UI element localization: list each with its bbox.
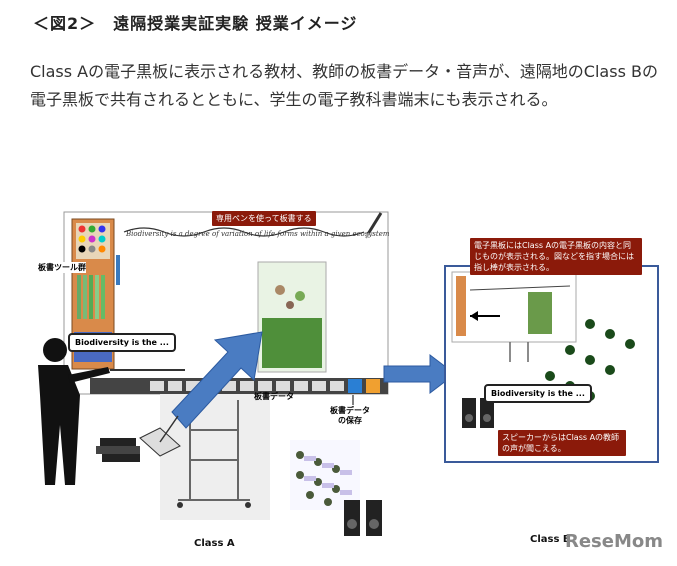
toolbar-label: 板書ツール群: [38, 262, 86, 273]
pencil-icons: [77, 275, 105, 319]
class-b-stand: [509, 342, 529, 362]
arrow-to-board: [171, 331, 263, 429]
save-icon: [348, 379, 362, 393]
save-data-label: 板書データ の保存: [330, 406, 370, 426]
board-data-label: 板書データ: [254, 392, 294, 401]
palette-color-swatches: [78, 225, 106, 253]
desks-class-a: [304, 456, 352, 495]
book-stack: [96, 438, 140, 462]
class-b-note: 電子黒板にはClass Aの電子黒板の内容と同じものが表示される。図などを指す場…: [470, 238, 642, 275]
speakers-class-b: [462, 398, 494, 428]
pen-note-label: 専用ペンを使って板書する: [212, 211, 316, 226]
handwriting-text: Biodiversity is a degree of variation of…: [125, 230, 390, 238]
save-label-line2: の保存: [338, 416, 362, 425]
pen-icon: [365, 212, 383, 239]
description-text: Class Aの電子黒板に表示される教材、教師の板書データ・音声が、遠隔地のCl…: [30, 62, 658, 109]
handwriting-stroke: [123, 227, 365, 237]
arrow-to-class-b: [383, 353, 456, 395]
class-b-whiteboard: [451, 271, 577, 343]
students-class-a: [290, 440, 360, 510]
board-stand: [178, 400, 250, 501]
speaker-note: スピーカーからはClass Aの教師の声が聞こえる。: [498, 430, 626, 456]
class-b-handwriting: [469, 285, 571, 291]
textbook-plants: [262, 318, 322, 368]
class-b-textbook: [528, 292, 552, 334]
class-b-palette: [456, 276, 466, 336]
figure-heading: ＜図2＞ 遠隔授業実証実験 授業イメージ: [33, 14, 358, 33]
teacher-silhouette: [38, 338, 110, 485]
speech-bubble-class-b: Biodiversity is the ...: [484, 384, 592, 403]
resemom-logo: ReseMom: [564, 531, 663, 552]
speakers-class-a: [344, 500, 382, 536]
class-b-label: Class B: [530, 534, 571, 545]
scroll-handle: [116, 255, 120, 285]
class-a-label: Class A: [194, 538, 235, 549]
audio-icon: [366, 379, 380, 393]
speech-bubble-class-a: Biodiversity is the ...: [68, 333, 176, 352]
tablet-pen-icon: [159, 415, 179, 443]
save-label-line1: 板書データ: [330, 406, 370, 415]
thumbnail-cells: [150, 381, 344, 391]
